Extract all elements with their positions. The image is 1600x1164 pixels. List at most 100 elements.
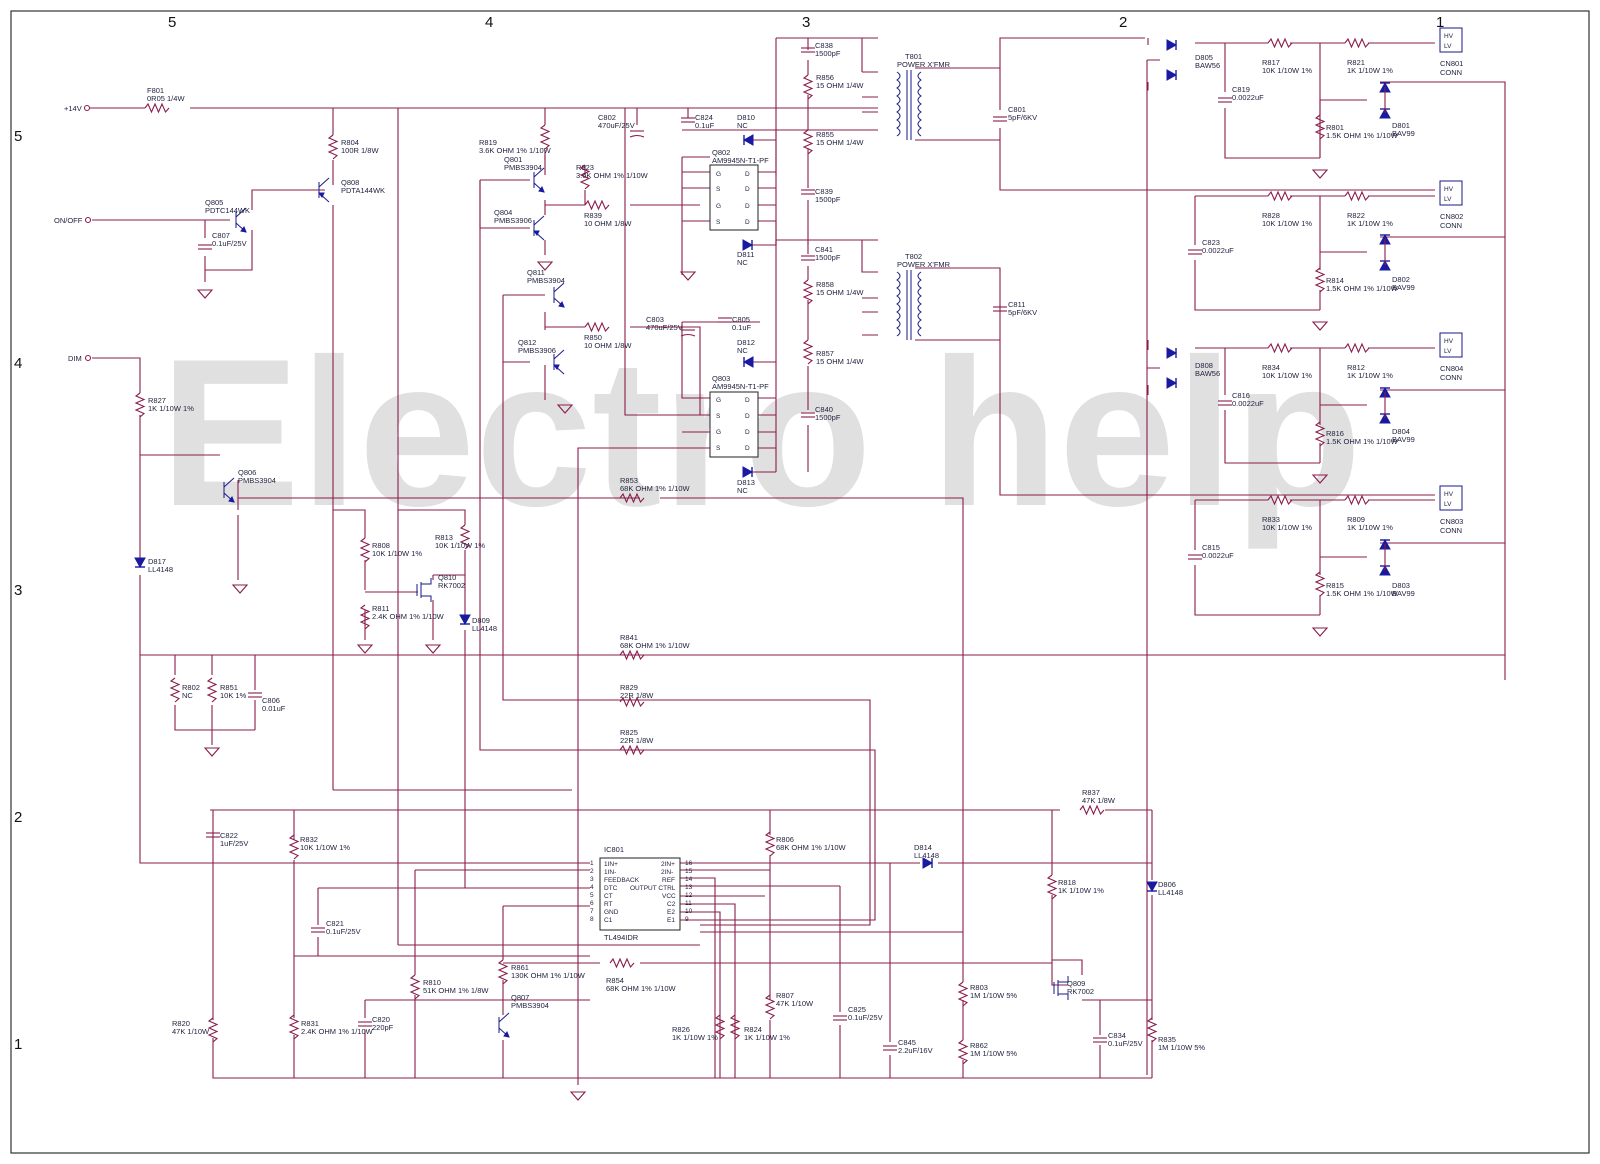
- resistor-value: 22R 1/8W: [620, 691, 654, 700]
- diode-ref: D813: [737, 478, 755, 487]
- resistor-value: 10 OHM 1/8W: [584, 341, 632, 350]
- diode-ref: D814: [914, 843, 932, 852]
- cn802-pin2: LV: [1444, 196, 1452, 203]
- resistor-value: 1K 1/10W 1%: [1347, 219, 1393, 228]
- resistor-value: 100R 1/8W: [341, 146, 379, 155]
- ic801: IC801 TL494IDR 1 1IN+ 2 1IN- 3 FEEDBACK …: [590, 845, 693, 942]
- capacitor-value: 470uF/25V: [598, 121, 635, 130]
- transistor-ref: Q809: [1067, 979, 1085, 988]
- resistor-ref: R837: [1082, 788, 1100, 797]
- transistor-part: PMBS3904: [504, 163, 542, 172]
- resistor-ref: R808: [372, 541, 390, 550]
- capacitor-ref: C815: [1202, 543, 1220, 552]
- resistor-value: 68K OHM 1% 1/10W: [776, 843, 847, 852]
- q803-pin-d4: D: [745, 445, 750, 452]
- diode-value: BAW56: [1195, 369, 1220, 378]
- resistor-ref: R829: [620, 683, 638, 692]
- capacitor-value: 0.1uF/25V: [212, 239, 247, 248]
- ground-symbol: [424, 644, 442, 654]
- diode-ref: D809: [472, 616, 490, 625]
- resistor-value: 0R05 1/4W: [147, 94, 185, 103]
- resistor-value: 47K 1/10W: [172, 1027, 210, 1036]
- resistor-ref: R806: [776, 835, 794, 844]
- cn801-pin1: HV: [1444, 33, 1454, 40]
- resistor-value: 1.5K OHM 1% 1/10W: [1326, 589, 1399, 598]
- transistor-part: RK7002: [1067, 987, 1094, 996]
- resistor-value: 10K 1/10W 1%: [372, 549, 422, 558]
- ground-symbol: [203, 747, 221, 757]
- diode-value: NC: [737, 346, 748, 355]
- ic-pin-name: 1IN-: [604, 869, 616, 876]
- resistor-value: 10 OHM 1/8W: [584, 219, 632, 228]
- ground-symbol: [1311, 627, 1329, 637]
- ic-pin-name: OUTPUT CTRL: [630, 885, 676, 892]
- resistor-value: 2.4K OHM 1% 1/10W: [301, 1027, 374, 1036]
- q802-part: AM9945N-T1-PF: [712, 156, 769, 165]
- resistor-value: 51K OHM 1% 1/8W: [423, 986, 489, 995]
- q803-pin-s: S: [716, 413, 721, 420]
- capacitor-value: 2.2uF/16V: [898, 1046, 933, 1055]
- zone-left-3: 3: [14, 582, 22, 599]
- ic-pin-name: RT: [604, 901, 613, 908]
- t802-ref: T802: [905, 252, 922, 261]
- diode-value: BAV99: [1392, 283, 1415, 292]
- resistor-value: 3.6K OHM 1% 1/10W: [479, 146, 552, 155]
- q803: Q803 AM9945N-T1-PF G S G S D D D D: [709, 374, 769, 458]
- cn804: HV LV CN804 CONN: [1439, 332, 1463, 382]
- diode-value: LL4148: [914, 851, 939, 860]
- transistor-ref: Q808: [341, 178, 359, 187]
- sheet-border: [10, 10, 1590, 1154]
- capacitor-value: 0.1uF/25V: [326, 927, 361, 936]
- ic-pin-name: 2IN+: [661, 861, 675, 868]
- transistor-part: PDTA144WK: [341, 186, 385, 195]
- ic-pin-num: 13: [685, 884, 693, 891]
- ground-symbol: [679, 271, 697, 281]
- resistor-ref: R831: [301, 1019, 319, 1028]
- zone-top-2: 2: [1119, 14, 1127, 31]
- ground-symbol: [1311, 321, 1329, 331]
- resistor-ref: R807: [776, 991, 794, 1000]
- ic-pin-name: DTC: [604, 885, 618, 892]
- capacitor-value: 0.0022uF: [1232, 93, 1264, 102]
- q802-pin-d3: D: [745, 203, 750, 210]
- cn803-pin2: LV: [1444, 501, 1452, 508]
- capacitor-ref: C838: [815, 41, 833, 50]
- ic-pin-name: FEEDBACK: [604, 877, 640, 884]
- resistor-ref: R821: [1347, 58, 1365, 67]
- transistor-ref: Q801: [504, 155, 522, 164]
- resistor-value: 10K 1/10W 1%: [1262, 66, 1312, 75]
- q803-part: AM9945N-T1-PF: [712, 382, 769, 391]
- resistor-value: 15 OHM 1/4W: [816, 288, 864, 297]
- ground-symbol: [196, 289, 214, 299]
- resistor-ref: R828: [1262, 211, 1280, 220]
- capacitor-ref: C807: [212, 231, 230, 240]
- diode-value: BAW56: [1195, 61, 1220, 70]
- resistor-value: 15 OHM 1/4W: [816, 138, 864, 147]
- resistor-value: 1K 1/10W 1%: [1347, 66, 1393, 75]
- capacitor-ref: C820: [372, 1015, 390, 1024]
